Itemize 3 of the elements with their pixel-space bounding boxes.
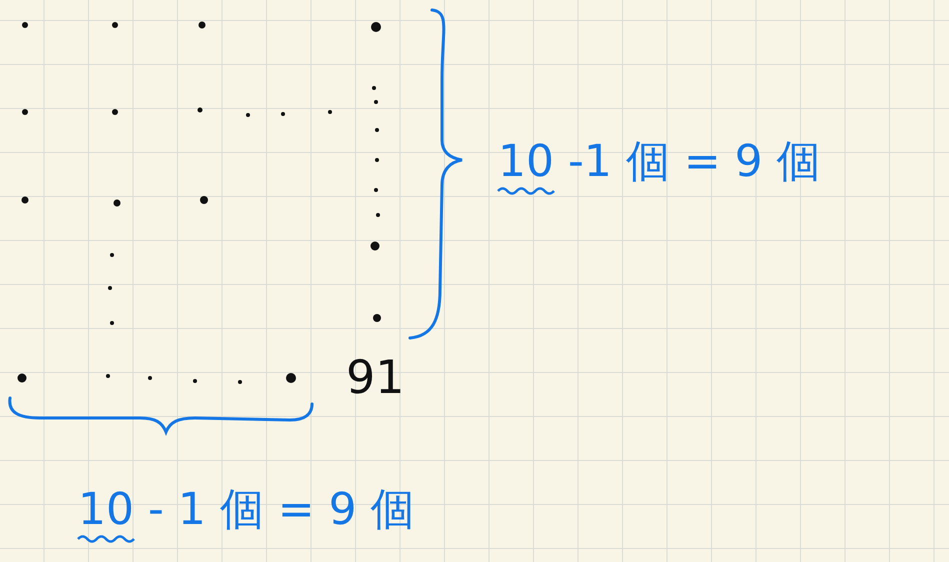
equation-text: 10 - 1 個 = 9 個 <box>78 488 415 532</box>
equation-text: 10 -1 個 = 9 個 <box>498 140 821 184</box>
number-label: 91 <box>346 354 405 400</box>
